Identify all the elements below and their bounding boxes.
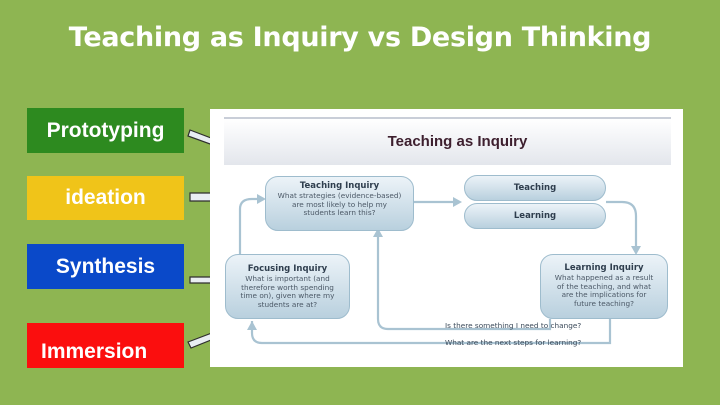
label-synthesis: Synthesis (27, 244, 184, 289)
node-text-line: What strategies (evidence-based) (277, 191, 402, 200)
node-text-line: future teaching? (574, 298, 634, 308)
arrowhead-fi (247, 321, 257, 330)
connector-li-to-fi (250, 319, 612, 345)
label-immersion: Immersion (27, 323, 184, 368)
node-teaching: Teaching (464, 175, 606, 201)
label-prototyping-text: Prototyping (46, 118, 165, 142)
node-text-line: therefore worth spending (241, 282, 334, 292)
arrowhead-tl (453, 197, 462, 207)
node-teaching-inquiry-title: Teaching Inquiry (299, 181, 380, 191)
cycle-connectors (238, 194, 641, 345)
node-learning-inquiry-title: Learning Inquiry (564, 263, 644, 273)
node-focusing-inquiry-title: Focusing Inquiry (247, 264, 328, 274)
slide-title: Teaching as Inquiry vs Design Thinking (68, 22, 652, 53)
node-text-line: of the teaching, and what (556, 281, 651, 291)
node-text-line: students are at? (257, 299, 318, 309)
node-text-line: What happened as a result (554, 273, 654, 282)
arrowhead-ti-bottom (373, 228, 383, 237)
node-text-line: are the implications for (561, 290, 647, 300)
node-text-line: students learn this? (303, 208, 376, 218)
question-next-steps: What are the next steps for learning? (445, 338, 582, 347)
node-focusing-inquiry-body: What is important (and therefore worth s… (226, 274, 349, 309)
label-immersion-text: Immersion (41, 339, 148, 363)
figure-title: Teaching as Inquiry (387, 133, 528, 150)
arrowhead-li (631, 246, 641, 255)
connector-li-to-ti (376, 233, 552, 331)
node-learning-inquiry-body: What happened as a result of the teachin… (541, 273, 667, 308)
node-text-line: are most likely to help my (291, 199, 387, 209)
label-synthesis-text: Synthesis (55, 254, 156, 278)
connector-fi-to-ti (238, 197, 263, 254)
node-learning-inquiry: Learning Inquiry What happened as a resu… (540, 254, 668, 319)
node-focusing-inquiry: Focusing Inquiry What is important (and … (225, 254, 350, 319)
node-teaching-inquiry-body: What strategies (evidence-based) are mos… (266, 191, 413, 218)
teaching-as-inquiry-figure: Teaching as Inquiry Teaching Inquiry Wha… (210, 109, 683, 367)
label-ideation-text: ideation (65, 186, 146, 209)
node-teaching-title: Teaching (513, 183, 557, 193)
label-ideation: ideation (27, 176, 184, 220)
node-learning: Learning (464, 203, 606, 229)
figure-header: Teaching as Inquiry (224, 117, 671, 165)
arrowhead-ti-left (257, 194, 266, 204)
connector-tl-to-li (606, 200, 638, 249)
label-prototyping: Prototyping (27, 108, 184, 153)
question-change: Is there something I need to change? (445, 321, 582, 330)
node-learning-title: Learning (513, 211, 557, 221)
node-text-line: time on), given where my (240, 291, 335, 301)
node-teaching-inquiry: Teaching Inquiry What strategies (eviden… (265, 176, 414, 231)
node-text-line: What is important (and (245, 274, 330, 283)
